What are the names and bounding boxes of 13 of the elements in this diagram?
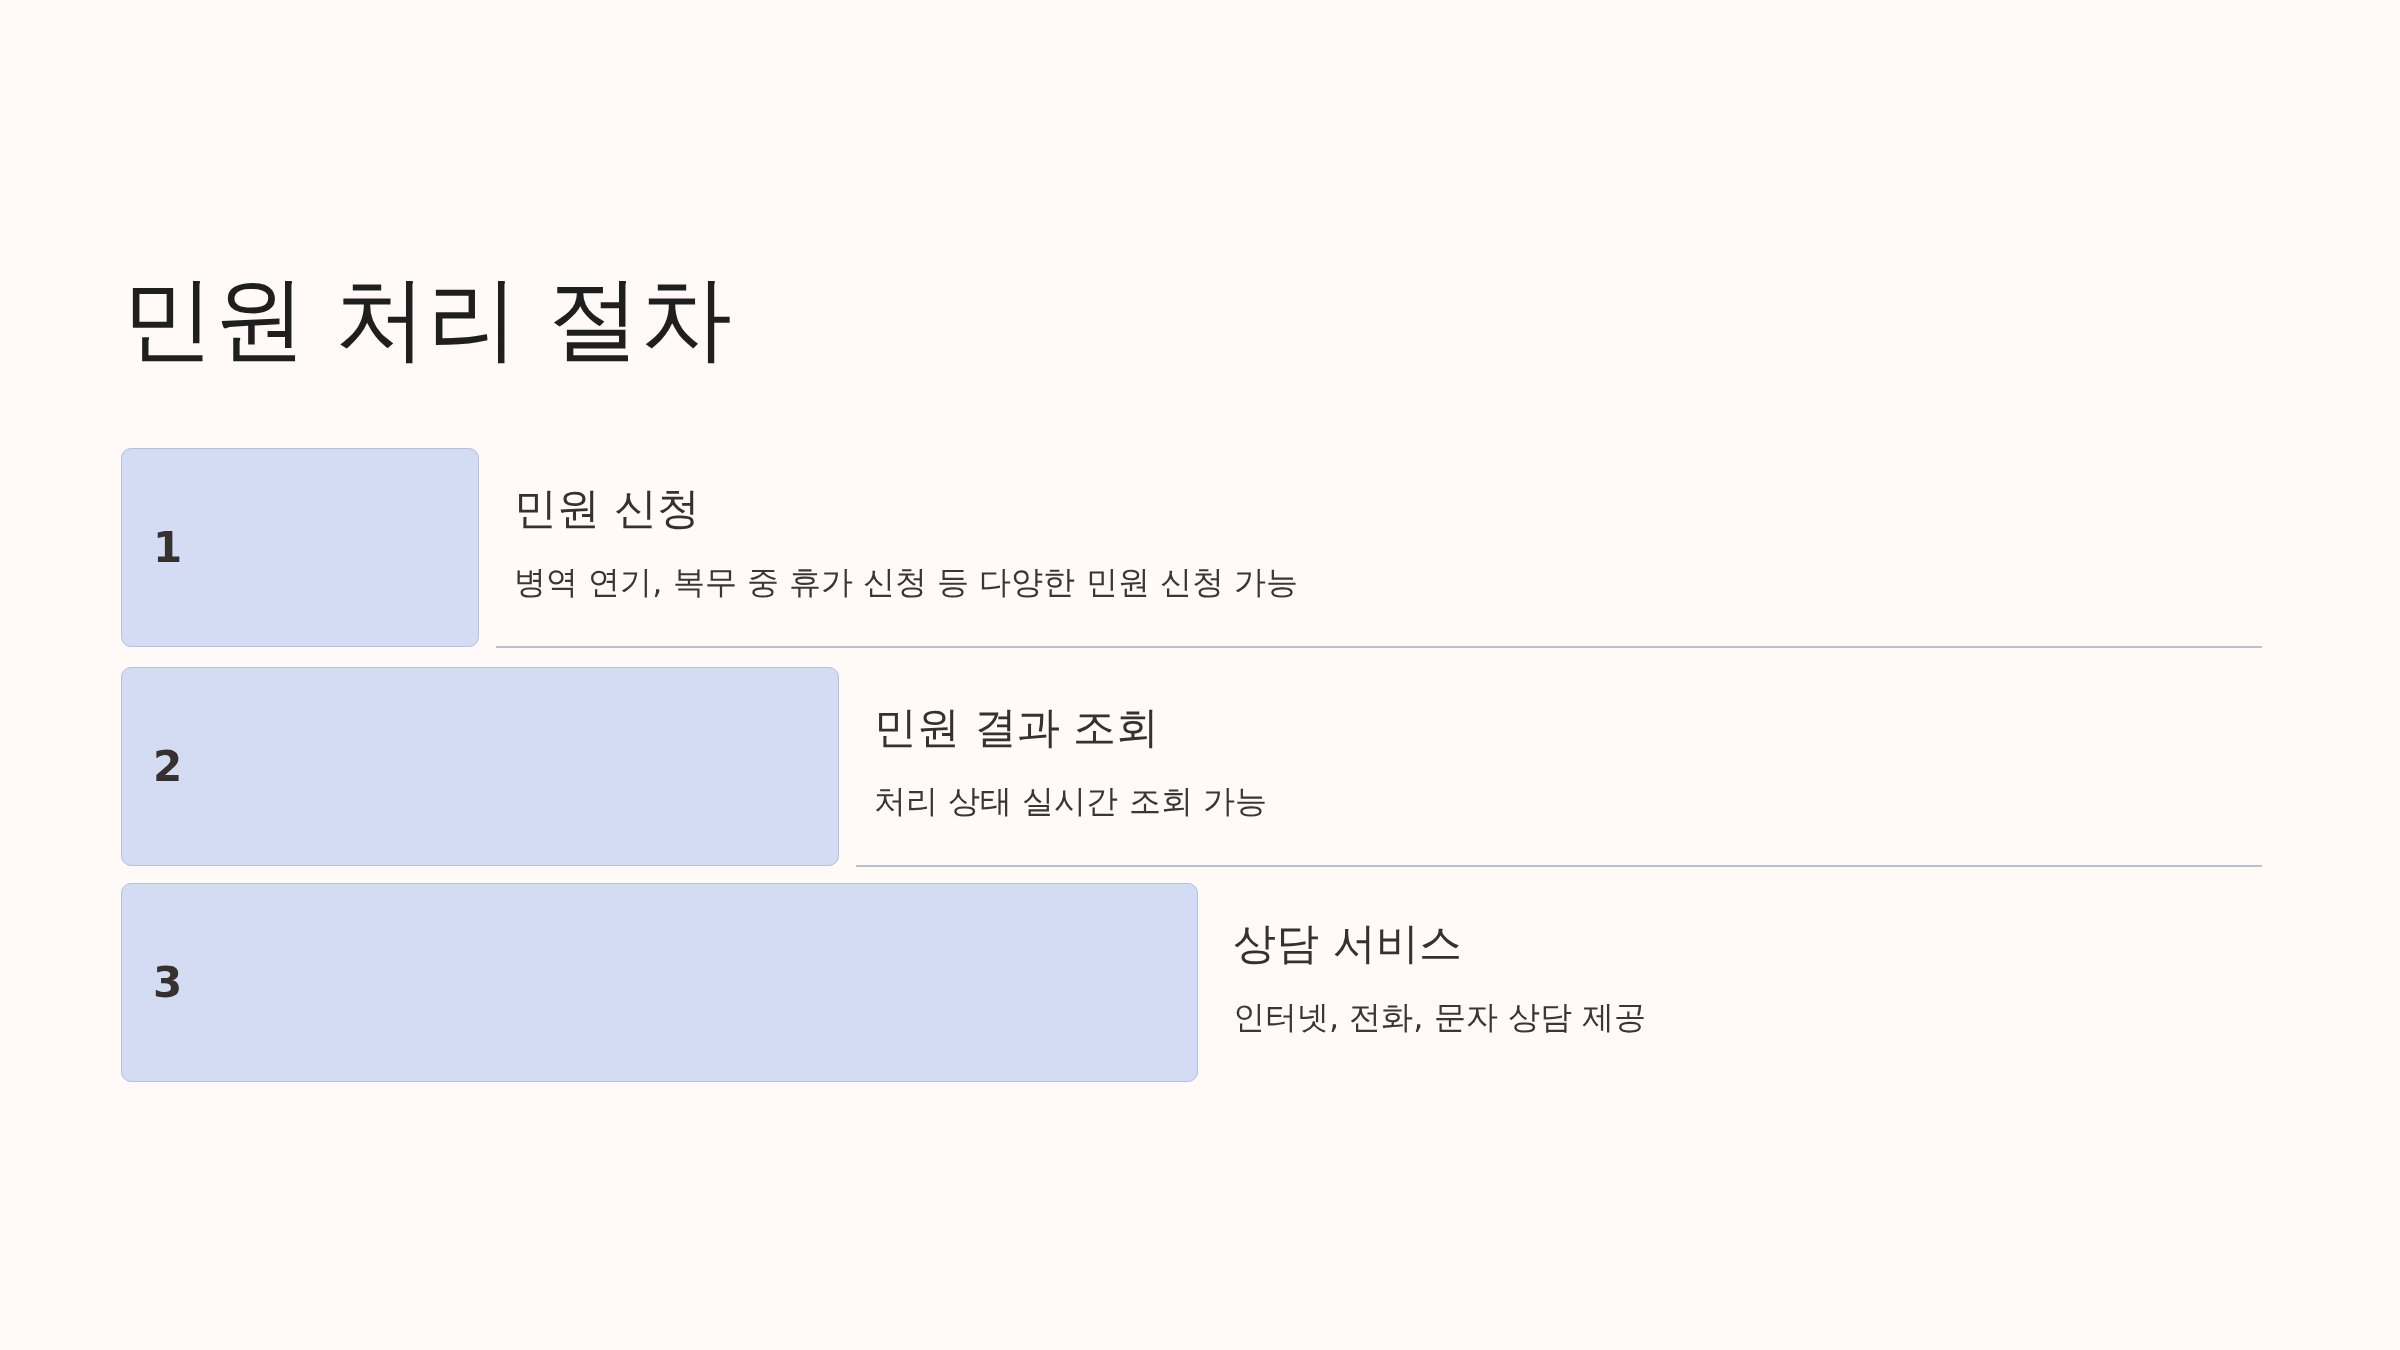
step-box (121, 883, 1198, 1082)
step-box (121, 448, 479, 647)
step-box (121, 667, 839, 866)
step-heading: 민원 신청 (514, 483, 700, 535)
step-description: 인터넷, 전화, 문자 상담 제공 (1233, 997, 1647, 1036)
step-number: 3 (153, 961, 183, 1004)
step-number: 1 (153, 526, 183, 569)
step-number: 2 (153, 745, 183, 788)
step-description: 병역 연기, 복무 중 휴가 신청 등 다양한 민원 신청 가능 (514, 562, 1298, 601)
step-heading: 상담 서비스 (1233, 918, 1462, 970)
title: 민원 처리 절차 (122, 266, 733, 372)
step-description: 처리 상태 실시간 조회 가능 (874, 781, 1267, 820)
step-heading: 민원 결과 조회 (874, 702, 1160, 754)
